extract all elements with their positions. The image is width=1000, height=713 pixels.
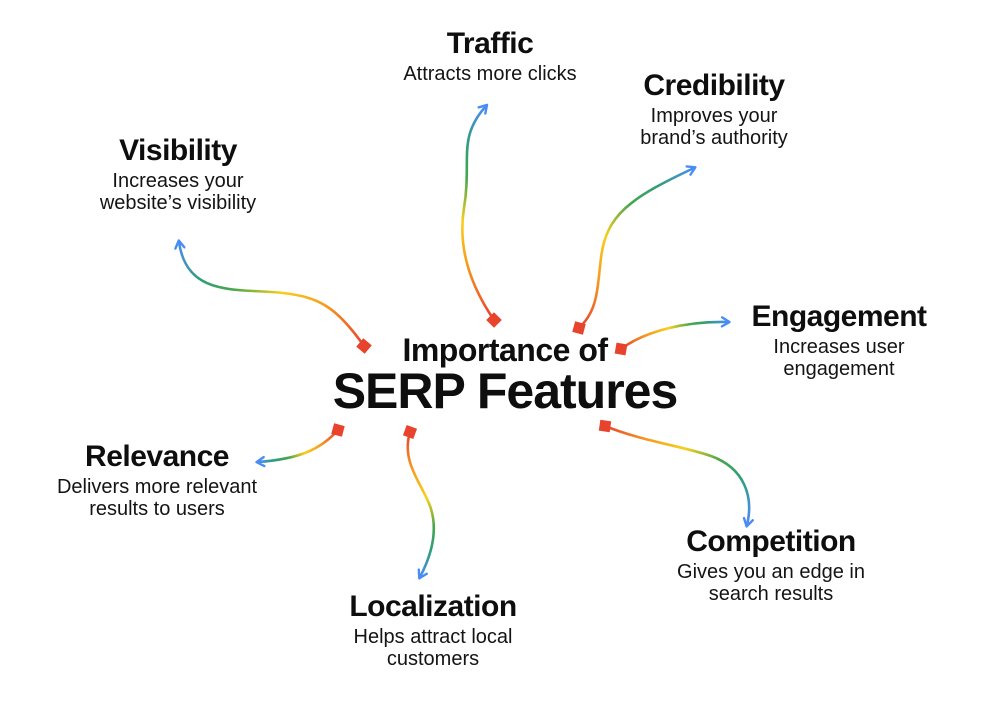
credibility-start-marker bbox=[572, 321, 586, 335]
diagram-title-line2: SERP Features bbox=[332, 362, 679, 419]
node-traffic-subtitle: Attracts more clicks bbox=[403, 63, 577, 85]
node-competition-subtitle: Gives you an edge in search results bbox=[677, 561, 865, 606]
relevance-start-marker bbox=[331, 423, 345, 437]
competition-start-marker bbox=[598, 419, 612, 433]
node-competition: Competition Gives you an edge in search … bbox=[677, 525, 865, 606]
node-visibility: Visibility Increases your website’s visi… bbox=[100, 134, 256, 215]
localization-start-marker bbox=[402, 424, 418, 440]
node-localization-subtitle: Helps attract local customers bbox=[353, 626, 513, 671]
node-traffic: Traffic Attracts more clicks bbox=[403, 27, 576, 85]
node-traffic-title: Traffic bbox=[446, 27, 534, 60]
node-localization: Localization Helps attract local custome… bbox=[349, 590, 517, 671]
node-visibility-subtitle: Increases your website’s visibility bbox=[99, 170, 257, 215]
node-credibility-subtitle: Improves your brand’s authority bbox=[640, 105, 788, 150]
localization-arrow bbox=[406, 430, 436, 580]
node-engagement-title: Engagement bbox=[751, 300, 927, 333]
node-visibility-title: Visibility bbox=[119, 134, 237, 167]
traffic-arrow bbox=[461, 103, 496, 322]
node-engagement: Engagement Increases user engagement bbox=[751, 300, 927, 381]
node-competition-title: Competition bbox=[686, 525, 856, 558]
traffic-start-marker bbox=[486, 312, 502, 328]
competition-arrow bbox=[603, 424, 754, 528]
node-credibility: Credibility Improves your brand’s author… bbox=[640, 69, 788, 150]
relevance-arrow bbox=[255, 428, 340, 468]
node-relevance-subtitle: Delivers more relevant results to users bbox=[56, 476, 258, 521]
engagement-start-marker bbox=[614, 342, 628, 356]
credibility-arrow bbox=[577, 165, 697, 330]
diagram-title-line1: Importance of bbox=[402, 332, 608, 368]
diagram-title: Importance of SERP Features bbox=[332, 332, 679, 419]
node-relevance: Relevance Delivers more relevant results… bbox=[57, 440, 257, 521]
visibility-arrow bbox=[174, 239, 366, 348]
node-engagement-subtitle: Increases user engagement bbox=[773, 336, 905, 381]
node-localization-title: Localization bbox=[349, 590, 517, 623]
node-credibility-title: Credibility bbox=[643, 69, 785, 102]
visibility-start-marker bbox=[356, 338, 372, 354]
node-relevance-title: Relevance bbox=[85, 440, 229, 473]
engagement-arrow bbox=[619, 316, 731, 351]
